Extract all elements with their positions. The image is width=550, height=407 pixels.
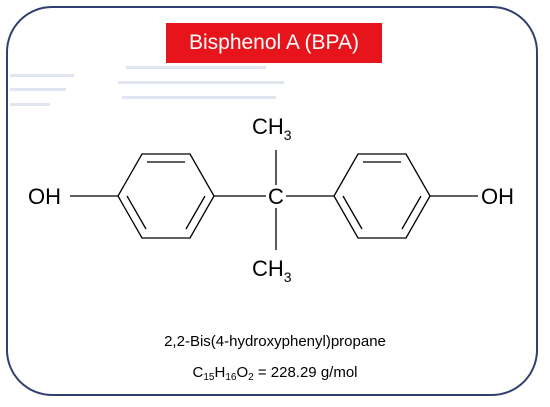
iupac-name: 2,2-Bis(4-hydroxyphenyl)propane: [164, 333, 386, 350]
bottom-methyl-label: CH3: [252, 256, 292, 285]
rounded-frame: [6, 6, 538, 396]
faint-mark: [126, 66, 266, 69]
faint-mark: [10, 103, 50, 106]
faint-mark: [122, 96, 276, 99]
molecular-formula: C15H16O2 = 228.29 g/mol: [192, 364, 358, 383]
left-ring-double-bond: [185, 195, 206, 230]
left-benzene-ring: [117, 153, 215, 239]
left-ring-double-bond: [126, 195, 147, 230]
right-ring-double-bond: [401, 195, 422, 230]
molar-mass: = 228.29 g/mol: [253, 364, 358, 381]
right-benzene-ring: [333, 153, 431, 239]
top-methyl-label: CH3: [252, 114, 292, 143]
faint-mark: [10, 88, 66, 91]
right-hydroxyl-label: OH: [481, 184, 514, 209]
right-ring-double-bond: [342, 195, 363, 230]
title-banner: Bisphenol A (BPA): [166, 23, 382, 63]
bond-lines: [70, 150, 478, 250]
left-hydroxyl-label: OH: [28, 184, 61, 209]
central-carbon-label: C: [268, 184, 284, 209]
faint-mark: [10, 74, 74, 77]
faint-mark: [118, 81, 284, 84]
